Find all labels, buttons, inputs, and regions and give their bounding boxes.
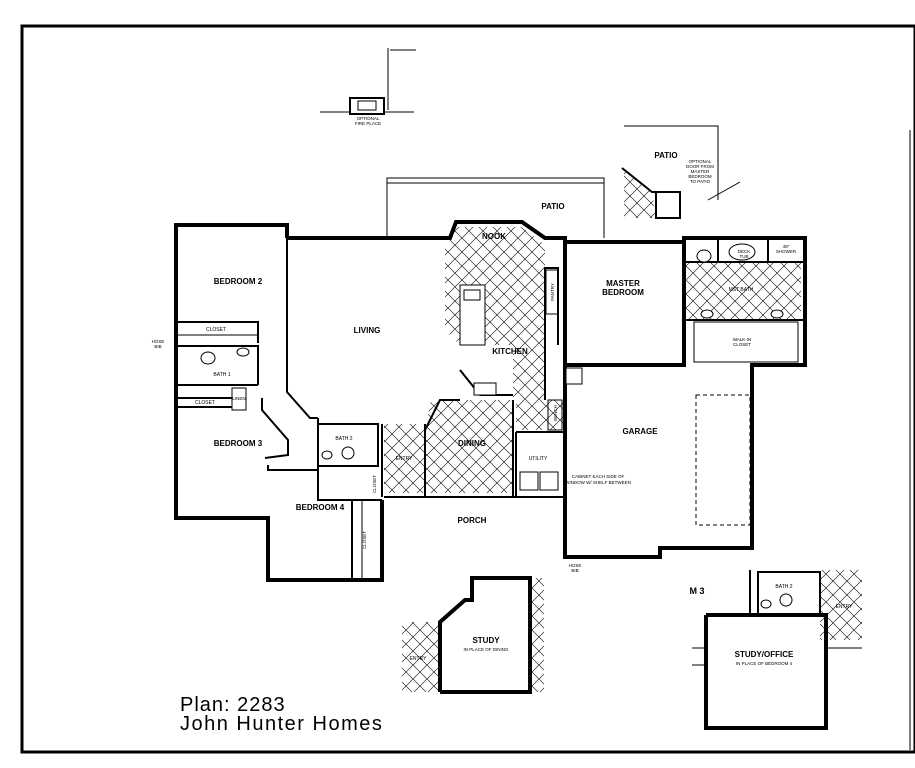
bath-2-label: BATH 2 [335,436,352,442]
porch-label: PORCH [458,516,487,525]
room-labels: BEDROOM 2 CLOSET BATH 1 CLOSET LINEN BED… [195,151,797,549]
fireplace-note-2: FIRE PLACE [355,121,381,126]
footer: Plan: 2283 John Hunter Homes [180,694,383,735]
study-alternate [402,576,544,694]
bath-1-label: BATH 1 [213,372,230,378]
builder-name: John Hunter Homes [180,713,383,735]
deck-tub-label-2: TUB [740,254,749,259]
optional-door-note-5: TO PATIO [690,179,711,184]
deck-tub-label-1: DECK [738,249,751,254]
linen-label: LINEN [232,396,245,401]
plan-notes: OPTIONAL FIRE PLACE HOSE BIB HOSE BIB OP… [152,116,715,573]
master-bedroom-label-2: BEDROOM [602,288,644,297]
kitchen-label: KITCHEN [492,347,528,356]
fireplace-note-1: OPTIONAL [357,116,380,121]
optional-door-note-1: OPTIONAL [689,159,712,164]
optional-patio-label: PATIO [654,151,677,160]
bedroom-4-label: BEDROOM 4 [296,503,345,512]
office-partial-label: M 3 [689,586,704,596]
utility-label: UTILITY [529,456,548,462]
optional-fireplace [320,48,416,115]
office-entry-label: ENTRY [836,604,854,610]
study-entry-label: ENTRY [410,656,428,662]
shower-label-1: 48" [783,244,790,249]
entry-label: ENTRY [396,456,414,462]
study-subtitle: IN PLACE OF DINING [463,647,509,652]
walk-in-label-2: CLOSET [733,342,751,347]
cabinet-note-2: WINDOW W/ SHELF BETWEEN [565,480,631,485]
page-border [20,24,915,754]
hose-bib-bottom-2: BIB [571,568,578,573]
fixtures [200,243,784,460]
bench-label: BENCH [553,405,558,421]
closet-hall-label: CLOSET [195,400,215,406]
garage-label: GARAGE [622,427,658,436]
pantry-label: PANTRY [550,283,555,301]
closet-entry-label: CLOSET [372,475,377,493]
patio-label: PATIO [541,202,564,211]
hose-bib-left-1: HOSE [152,339,165,344]
optional-patio [621,125,741,219]
plan-number: Plan: 2283 [180,694,286,716]
exterior-walls [174,220,807,582]
optional-door-note-3: MASTER [691,169,711,174]
optional-door-note-4: BEDROOM [688,174,712,179]
master-bedroom-label-1: MASTER [606,279,640,288]
closet-b4-label: CLOSET [362,531,367,549]
bedroom-2-label: BEDROOM 2 [214,277,263,286]
study-office-alternate [692,570,862,730]
shower-label-2: SHOWER [776,249,797,254]
dining-label: DINING [458,439,486,448]
hose-bib-left-2: BIB [154,344,161,349]
study-office-subtitle: IN PLACE OF BEDROOM 4 [736,661,793,666]
cabinet-note-1: CABINET EACH SIDE OF [572,474,625,479]
study-title: STUDY [472,636,500,645]
office-bath-label: BATH 2 [775,584,792,590]
alternate-labels: STUDY IN PLACE OF DINING ENTRY STUDY/OFF… [410,584,854,666]
hose-bib-bottom-1: HOSE [569,563,582,568]
patio-main-outline [386,177,605,238]
mst-bath-label: MST BATH [729,287,754,293]
walk-in-label-1: WALK-IN [733,337,752,342]
closet-label: CLOSET [206,327,226,333]
nook-label: NOOK [482,232,506,241]
living-label: LIVING [354,326,381,335]
study-office-title: STUDY/OFFICE [735,650,794,659]
bedroom-3-label: BEDROOM 3 [214,439,263,448]
tile-floors [384,227,801,493]
optional-door-note-2: DOOR FROM [686,164,714,169]
